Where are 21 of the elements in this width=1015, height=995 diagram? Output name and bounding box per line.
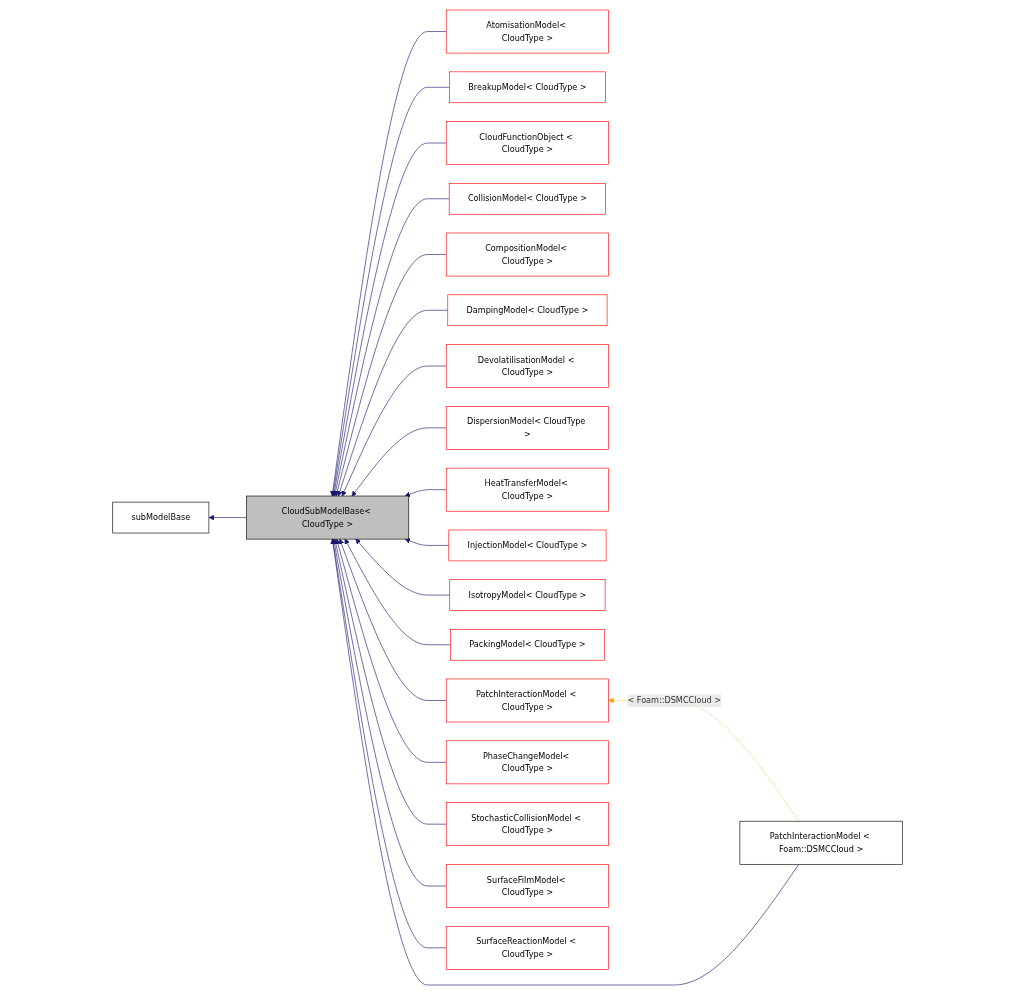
node-box: SurfaceReactionModel < CloudType > — [445, 926, 609, 970]
node-box: SurfaceFilmModel< CloudType > — [445, 864, 609, 908]
edge-label: < Foam::DSMCCloud > — [627, 695, 722, 706]
node-box: CloudSubModelBase< CloudType > — [246, 495, 410, 540]
node-box: HeatTransferModel< CloudType > — [445, 467, 609, 512]
node-box: PhaseChangeModel< CloudType > — [445, 740, 609, 785]
node-box: InjectionModel< CloudType > — [448, 529, 607, 562]
node-box: AtomisationModel< CloudType > — [445, 9, 609, 54]
node-box: StochasticCollisionModel < CloudType > — [445, 802, 609, 847]
node-box: DampingModel< CloudType > — [447, 294, 608, 327]
node-box: DevolatilisationModel < CloudType > — [445, 344, 609, 388]
node-box: DispersionModel< CloudType > — [445, 406, 609, 450]
node-box: PackingModel< CloudType > — [450, 629, 605, 661]
node-box: PatchInteractionModel < Foam::DSMCCloud > — [739, 820, 903, 865]
node-box: CollisionModel< CloudType > — [448, 183, 606, 215]
node-box: CloudFunctionObject < CloudType > — [445, 121, 609, 165]
node-box: BreakupModel< CloudType > — [449, 71, 606, 104]
node-box: CompositionModel< CloudType > — [445, 232, 609, 277]
node-box: PatchInteractionModel < CloudType > — [445, 678, 609, 723]
node-box: IsotropyModel< CloudType > — [449, 579, 606, 611]
node-box: subModelBase — [112, 501, 210, 534]
